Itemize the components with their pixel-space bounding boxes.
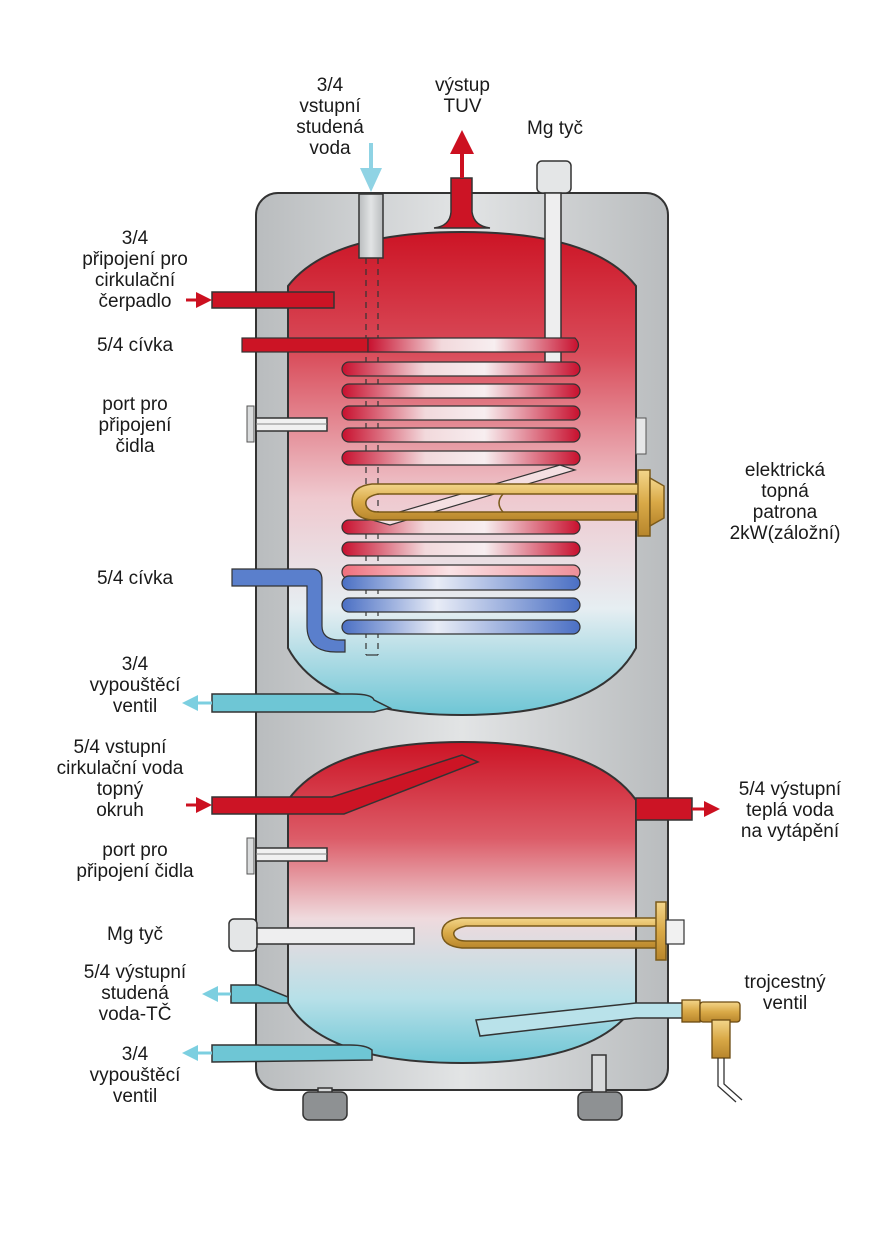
label-cold-inlet: 3/4 vstupní studená voda: [296, 75, 364, 159]
mg-rod-bottom: [256, 927, 415, 945]
upper-coil-inlet: [241, 337, 369, 353]
foot-left: [302, 1091, 348, 1121]
drain-top-pipe: [211, 693, 393, 713]
label-sensor-port-top: port pro připojení čidla: [98, 394, 172, 457]
lower-coil-inlet: [231, 568, 346, 653]
label-sensor-port-bottom: port pro připojení čidla: [76, 840, 194, 882]
mg-rod-bottom-cap: [228, 918, 258, 952]
label-drain-top: 3/4 vypouštěcí ventil: [89, 654, 181, 717]
sensor-port-top-flange: [246, 405, 255, 443]
mg-rod-top-cap: [536, 160, 572, 194]
cold-inlet-pipe: [358, 193, 384, 259]
hot-outlet-nozzle: [433, 177, 491, 229]
label-circulation-pump: 3/4 připojení pro cirkulační čerpadlo: [82, 228, 188, 312]
foot-right: [577, 1091, 623, 1121]
label-hot-outlet: výstup TUV: [435, 75, 490, 117]
drain-bottom-arrow: [182, 1045, 198, 1061]
label-heating-outlet: 5/4 výstupní teplá voda na vytápění: [738, 779, 842, 842]
label-coil-top: 5/4 cívka: [96, 335, 174, 356]
cold-outlet-arrow: [202, 986, 218, 1002]
heating-outlet-pipe: [635, 797, 693, 821]
circulation-inlet-arrow: [196, 797, 212, 813]
electric-heater-top: [351, 469, 665, 537]
drain-bottom-pipe: [211, 1044, 373, 1063]
upper-coil: [341, 361, 581, 635]
label-coil-bottom: 5/4 cívka: [96, 568, 174, 589]
label-mg-rod-bottom: Mg tyč: [107, 924, 163, 945]
label-drain-bottom: 3/4 vypouštěcí ventil: [89, 1044, 181, 1107]
heating-outlet-arrow: [704, 801, 720, 817]
right-port-top: [635, 417, 647, 455]
arrows: [182, 130, 720, 1061]
circulation-pipe: [211, 291, 335, 309]
sensor-port-bottom-flange: [246, 837, 255, 875]
cold-outlet-pipe: [230, 984, 289, 1004]
hot-outlet-arrow: [450, 130, 474, 154]
label-cold-outlet: 5/4 výstupní studená voda-TČ: [83, 962, 187, 1025]
drain-top-arrow: [182, 695, 198, 711]
label-circulation-inlet: 5/4 vstupní cirkulační voda topný okruh: [56, 737, 184, 821]
three-way-valve: [681, 999, 743, 1103]
label-mg-rod-top: Mg tyč: [527, 118, 583, 139]
label-electric-heater: elektrická topná patrona 2kW(záložní): [729, 460, 841, 544]
circulation-inlet-pipe: [211, 754, 480, 815]
label-three-way-valve: trojcestný ventil: [744, 972, 826, 1014]
electric-heater-bottom: [441, 901, 685, 961]
cold-inlet-arrow: [360, 168, 382, 192]
circulation-pump-arrow: [196, 292, 212, 308]
